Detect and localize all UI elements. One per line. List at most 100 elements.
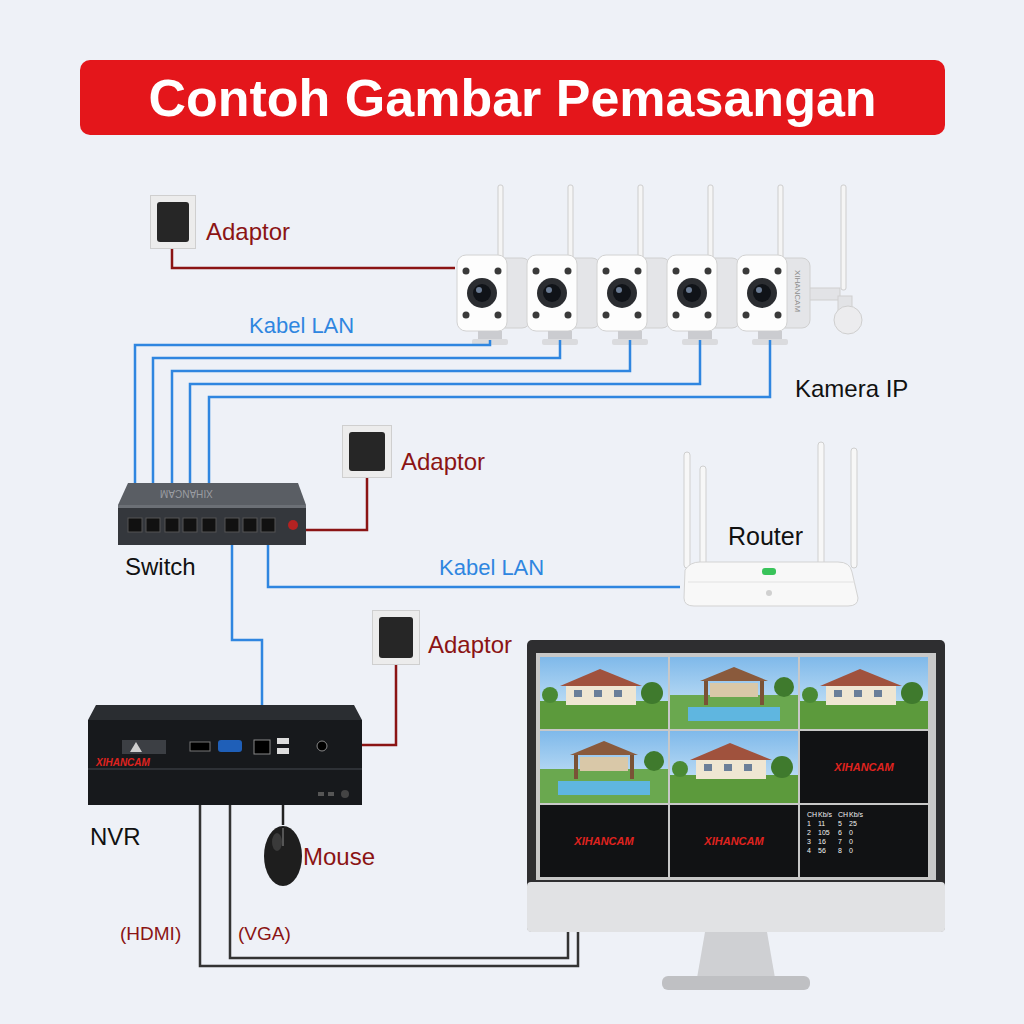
cable-label: (HDMI) (118, 923, 183, 945)
monitor-illustration (527, 640, 945, 990)
bitrate-table-cell: 5 (838, 820, 842, 827)
nvr-illustration (88, 705, 362, 805)
monitor-label: XIHANCAM (834, 761, 893, 774)
cable-connector (362, 665, 396, 745)
switch-illustration-part (128, 518, 142, 532)
router-illustration-part (684, 452, 690, 568)
router-label: Router (728, 522, 803, 551)
nvr-illustration-part (277, 738, 289, 744)
mouse-node: Mouse (263, 825, 303, 887)
bitrate-table-cell: Kb/s (818, 811, 832, 818)
monitor-illustration-part (697, 932, 775, 978)
switch-illustration-part (261, 518, 275, 532)
cable-connector (268, 545, 680, 587)
monitor-illustration-part (540, 805, 668, 877)
switch-illustration-part (118, 505, 306, 545)
monitor-illustration-part (670, 657, 798, 729)
monitor-illustration-part (670, 731, 798, 803)
bitrate-table-cell: CH (838, 811, 848, 818)
router-illustration-part (684, 562, 858, 606)
router-illustration-part (762, 568, 776, 575)
camera-illustration-part (806, 288, 840, 300)
nvr-illustration-part (88, 705, 362, 720)
title-banner: Contoh Gambar Pemasangan (80, 60, 945, 135)
switch-illustration-part (165, 518, 179, 532)
cable-connector (230, 805, 568, 958)
bitrate-table-cell: 2 (807, 829, 811, 836)
nvr-label: NVR (90, 823, 141, 851)
nvr-illustration-part (88, 768, 362, 770)
cable-connector (200, 805, 578, 966)
camera-illustration-part (737, 185, 810, 345)
nvr-illustration-part (254, 740, 270, 754)
cable-connector (209, 340, 770, 483)
monitor-illustration-part (662, 976, 810, 990)
bitrate-table-cell: 0 (849, 847, 853, 854)
bitrate-table-cell: 4 (807, 847, 811, 854)
bitrate-table-cell: 6 (838, 829, 842, 836)
monitor-node: XIHANCAMXIHANCAMXIHANCAM (527, 640, 945, 932)
switch-illustration (118, 483, 306, 545)
monitor-illustration-part (540, 731, 668, 803)
camera-group-node: Kamera IP (455, 185, 855, 340)
monitor-label: XIHANCAM (704, 835, 763, 848)
router-illustration-part (688, 582, 855, 583)
switch-illustration-part (183, 518, 197, 532)
bitrate-table-cell: CH (807, 811, 817, 818)
monitor-illustration-part (800, 805, 928, 877)
bitrate-table-cell: 105 (818, 829, 830, 836)
nvr-illustration-part (317, 741, 327, 751)
nvr-illustration-part (218, 740, 242, 752)
mouse-illustration-part (282, 828, 284, 846)
adaptor-face (349, 432, 385, 471)
camera-illustration-part (841, 185, 846, 290)
brand-logo: XIHANCAM (96, 758, 150, 768)
monitor-illustration-part (670, 805, 798, 877)
cable-connector (135, 340, 490, 483)
adaptor-face (379, 617, 413, 658)
router-illustration-part (700, 466, 706, 566)
cable-connector (306, 478, 367, 530)
bitrate-table-cell: 11 (818, 820, 825, 827)
monitor-illustration-part (540, 657, 668, 729)
monitor-illustration-part (800, 657, 928, 729)
bitrate-table-cell: 8 (838, 847, 842, 854)
monitor-illustration-part (800, 731, 928, 803)
adaptor-node: Adaptor (342, 425, 392, 478)
bitrate-table-cell: 25 (849, 820, 857, 827)
nvr-illustration-part (341, 790, 349, 798)
bitrate-table-cell: 56 (818, 847, 826, 854)
monitor-illustration-part (527, 640, 945, 932)
router-illustration-part (851, 448, 857, 568)
camera-illustration-part (667, 185, 740, 345)
mouse-illustration-part (264, 826, 302, 886)
cable-connector (153, 340, 560, 483)
mouse-label: Mouse (303, 843, 375, 871)
cable-connector (190, 340, 700, 483)
title-text: Contoh Gambar Pemasangan (148, 68, 876, 128)
adaptor-node: Adaptor (372, 610, 420, 665)
camera-illustration-part (457, 185, 530, 345)
camera-group-label: Kamera IP (795, 375, 908, 403)
brand-logo: XIHANCAM (160, 488, 213, 498)
switch-illustration-part (146, 518, 160, 532)
bitrate-table-cell: 16 (818, 838, 826, 845)
router-illustration (684, 442, 858, 606)
camera-illustration-part (834, 306, 862, 334)
brand-logo: XIHANCAM (793, 270, 801, 312)
nvr-illustration-part (122, 740, 166, 754)
bitrate-table-cell: 7 (838, 838, 842, 845)
monitor-illustration-part (536, 653, 936, 880)
nvr-illustration-part (190, 742, 210, 751)
mouse-illustration-part (272, 833, 282, 851)
adaptor-face (157, 202, 189, 242)
cable-label: Kabel LAN (437, 555, 546, 580)
switch-illustration-part (118, 483, 306, 505)
adaptor-node: Adaptor (150, 195, 196, 249)
cable-label: Kabel LAN (247, 313, 356, 338)
nvr-node: NVR (88, 705, 362, 805)
router-illustration-part (766, 590, 772, 596)
